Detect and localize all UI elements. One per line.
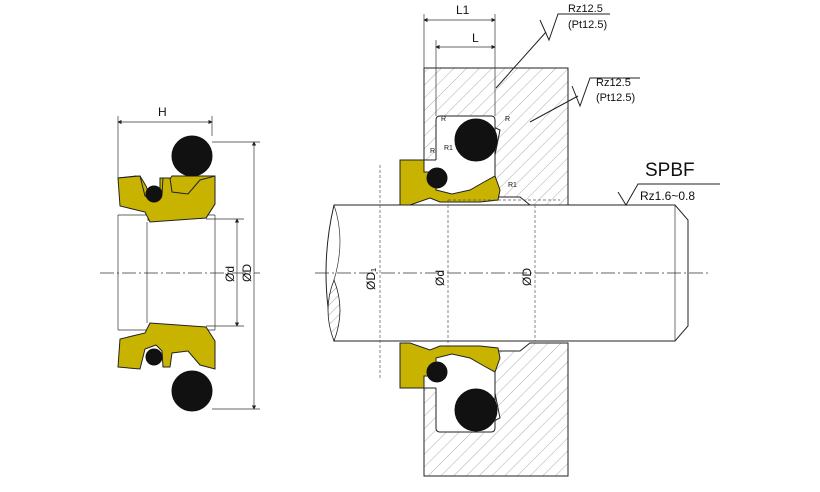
shaft-break-curve — [333, 204, 341, 281]
installed-outer-oring-bottom — [454, 388, 498, 432]
radius-r1-label-1: R1 — [444, 145, 453, 152]
installed-inner-oring-bottom — [426, 361, 448, 383]
model-title: SPBF — [645, 160, 695, 181]
D1-label: ØD₁ — [364, 268, 378, 290]
roughness-symbol-shaft: Rz1.6~0.8 — [617, 183, 720, 206]
roughness-rz-1: Rz12.5 — [568, 3, 603, 15]
installed-outer-oring-top — [454, 118, 498, 162]
h-label: H — [158, 105, 167, 119]
roughness-pt-1: (Pt12.5) — [568, 19, 607, 31]
groove-bottom-outline — [435, 358, 496, 433]
installed-inner-oring-top — [426, 167, 448, 189]
outer-oring-bottom — [171, 370, 213, 412]
radius-label-2: R — [505, 116, 510, 123]
roughness-pt-2: (Pt12.5) — [596, 92, 635, 104]
roughness-rz-2: Rz12.5 — [596, 77, 631, 89]
right-D-label: ØD — [520, 268, 534, 286]
radius-label-1: R — [441, 116, 446, 123]
shaft-break — [327, 278, 341, 343]
seal-body-bottom-main — [117, 322, 216, 370]
radius-r1-label-2: R1 — [508, 182, 517, 189]
groove-top-outline — [435, 115, 496, 190]
roughness-symbol-groove-side: Rz12.5 (Pt12.5) — [529, 77, 640, 123]
radius-label-3: R — [430, 148, 435, 155]
installation-view: L1 L R R R R1 R1 ØD₁ Ød ØD Rz12.5 (Pt12.… — [315, 3, 720, 477]
inner-oring-bottom — [145, 348, 163, 366]
inner-oring-top — [145, 185, 163, 203]
right-d-label: Ød — [433, 270, 447, 286]
L1-label: L1 — [456, 3, 470, 17]
left-D-label: ØD — [240, 264, 254, 282]
roughness-shaft: Rz1.6~0.8 — [640, 189, 695, 203]
L-label: L — [472, 31, 479, 45]
seal-cross-section-view: H Ød ØD — [100, 105, 260, 412]
left-d-label: Ød — [223, 266, 237, 282]
outer-oring-top — [171, 135, 213, 177]
roughness-symbol-groove-bottom: Rz12.5 (Pt12.5) — [495, 3, 610, 89]
shaft — [325, 204, 689, 342]
